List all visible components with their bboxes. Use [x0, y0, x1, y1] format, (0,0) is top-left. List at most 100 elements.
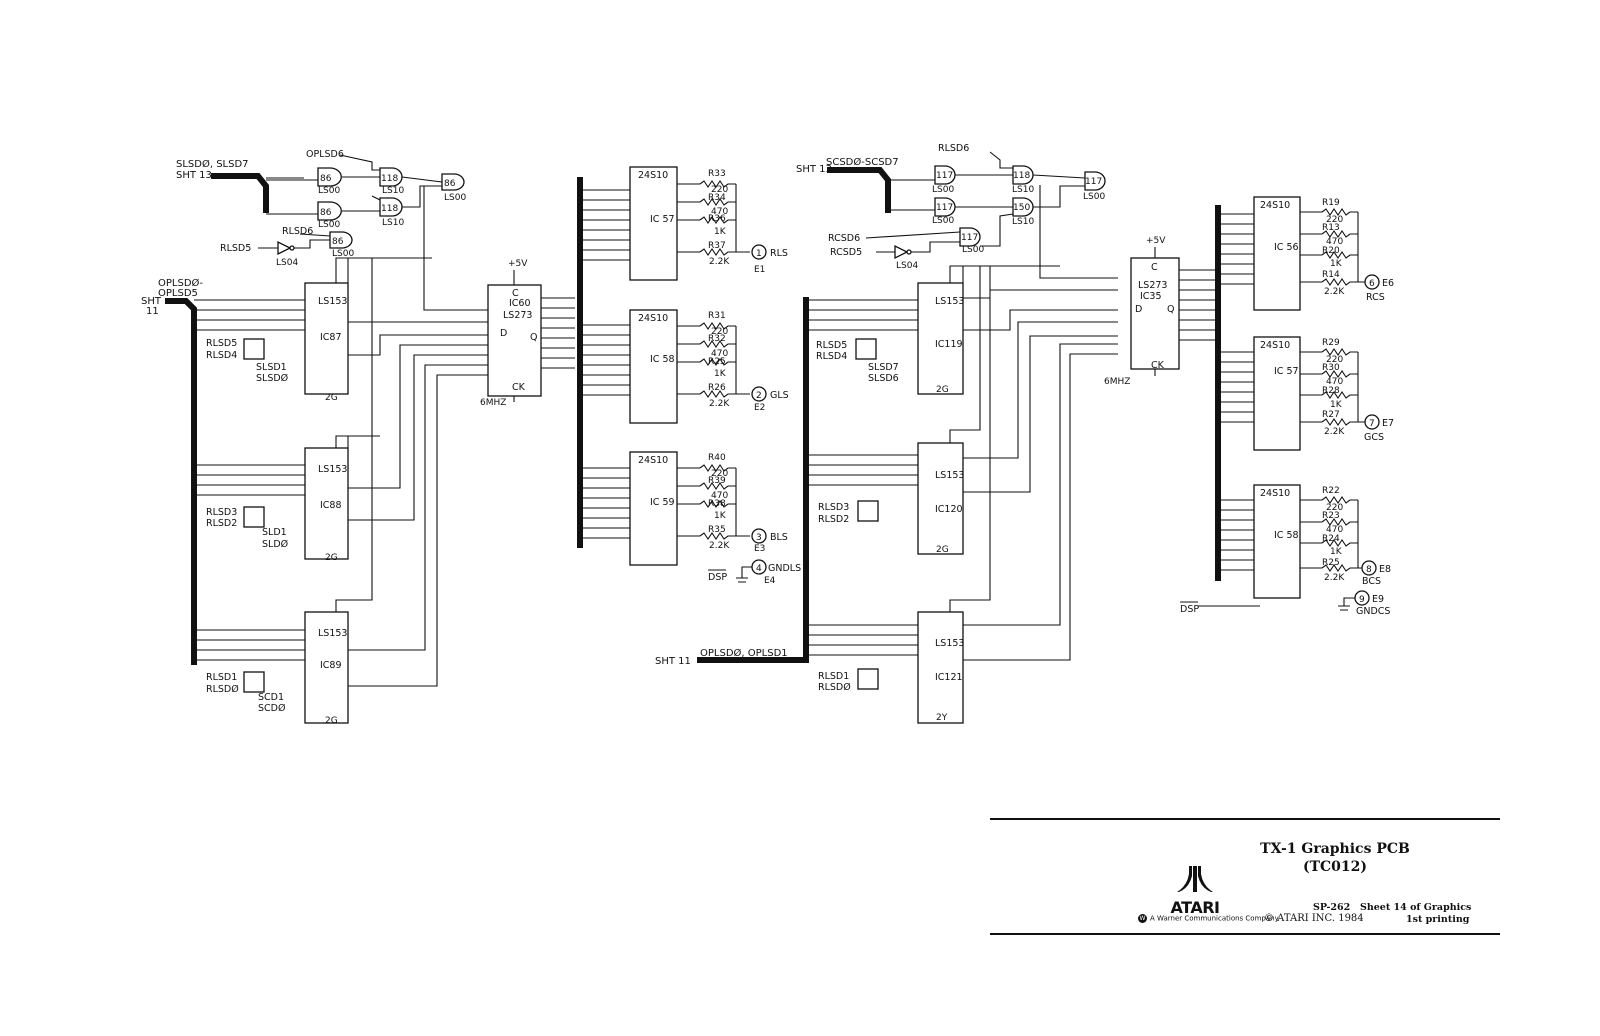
- prom-address-wires-right: [1218, 213, 1254, 571]
- r-ls00-d: LS00: [962, 245, 984, 255]
- left-top-bus: [211, 173, 269, 213]
- r-mux1-in3: SLSD7: [868, 362, 899, 373]
- title-block-bottom-rule: [990, 933, 1500, 935]
- right-gate-input-wires: [888, 179, 935, 211]
- mux2-in4: SLDØ: [262, 539, 288, 550]
- svg-text:R23: R23: [1322, 511, 1340, 521]
- ls04-label: LS04: [276, 258, 298, 268]
- nand-gate-86c: 86: [441, 173, 465, 191]
- r-ls04-label: LS04: [896, 261, 918, 271]
- nand-gate-117d: 117: [959, 227, 981, 247]
- rcsd5-label: RCSD5: [830, 247, 862, 258]
- svg-text:24S10: 24S10: [638, 455, 668, 466]
- r-ls00-a: LS00: [932, 185, 954, 195]
- right-bottom-sht-label: SHT 11: [655, 656, 691, 667]
- latch35-clock: 6MHZ: [1104, 377, 1130, 387]
- svg-text:R31: R31: [708, 311, 726, 321]
- left-top-sht-label: SHT 13: [176, 170, 212, 181]
- svg-text:IC 57: IC 57: [1274, 366, 1299, 377]
- svg-text:IC35: IC35: [1140, 291, 1162, 302]
- svg-text:CK: CK: [1151, 360, 1165, 371]
- svg-text:470: 470: [711, 207, 728, 217]
- dsp-label-right: DSP: [1180, 604, 1199, 615]
- svg-text:IC60: IC60: [509, 298, 531, 309]
- latch-ic35: C LS273 IC35 D Q CK: [1130, 257, 1180, 371]
- svg-text:R33: R33: [708, 169, 726, 179]
- svg-text:3: 3: [756, 533, 762, 543]
- mux-ic119: LS153 IC119 2G: [917, 282, 964, 395]
- svg-text:220: 220: [711, 327, 728, 337]
- r-mux1-in4: SLSD6: [868, 373, 899, 384]
- svg-text:CK: CK: [512, 382, 526, 393]
- nand-gate-117a: 117: [934, 165, 956, 185]
- svg-text:2G: 2G: [325, 716, 338, 726]
- title-block-title: TX-1 Graphics PCB (TC012): [1250, 840, 1420, 876]
- svg-text:24S10: 24S10: [1260, 340, 1290, 351]
- svg-text:R32: R32: [708, 334, 726, 344]
- svg-text:1K: 1K: [714, 369, 727, 379]
- svg-text:117: 117: [1085, 177, 1102, 187]
- left-sht-label: SHT: [141, 296, 162, 307]
- svg-text:R40: R40: [708, 453, 726, 463]
- svg-text:IC121: IC121: [935, 672, 963, 683]
- svg-text:IC 58: IC 58: [650, 354, 675, 365]
- output-rcs: 6 E6 RCS: [1364, 274, 1394, 303]
- svg-text:IC89: IC89: [320, 660, 342, 671]
- left-section: SLSDØ, SLSD7 SHT 13 OPLSD6 86 86 118 118…: [141, 149, 801, 726]
- nand-gate-86d: 86: [329, 231, 353, 249]
- prom-ic57-right: 24S10 IC 57: [1253, 336, 1301, 451]
- nand-gate-117b: 117: [934, 197, 956, 217]
- svg-text:LS153: LS153: [935, 638, 964, 649]
- mux2-in1: RLSD3: [206, 507, 237, 518]
- r-mux2-in1: RLSD3: [818, 502, 849, 513]
- svg-text:2Y: 2Y: [936, 713, 948, 723]
- ls00-label-c: LS00: [444, 193, 466, 203]
- svg-text:9: 9: [1359, 595, 1365, 605]
- svg-text:24S10: 24S10: [638, 170, 668, 181]
- r-mux1-strap: [855, 338, 877, 360]
- svg-text:2.2K: 2.2K: [709, 541, 730, 551]
- printing: 1st printing: [1406, 914, 1470, 925]
- svg-text:470: 470: [711, 349, 728, 359]
- svg-text:C: C: [512, 288, 519, 299]
- svg-text:E8: E8: [1379, 564, 1391, 575]
- svg-text:LS153: LS153: [935, 296, 964, 307]
- svg-text:2.2K: 2.2K: [1324, 287, 1345, 297]
- sheet-number: Sheet 14 of Graphics: [1360, 902, 1472, 913]
- doc-number: SP-262: [1313, 902, 1351, 913]
- svg-text:IC 58: IC 58: [1274, 530, 1299, 541]
- svg-text:2G: 2G: [936, 385, 949, 395]
- mux2-strap: [243, 506, 265, 528]
- svg-text:D: D: [1135, 304, 1142, 315]
- r-ls10-b: LS10: [1012, 217, 1034, 227]
- prom-ic58-right: 24S10 IC 58: [1253, 484, 1301, 599]
- right-top-bus-label: SCSDØ-SCSD7: [826, 156, 899, 168]
- ls00-label-d: LS00: [332, 249, 354, 259]
- svg-text:2.2K: 2.2K: [709, 399, 730, 409]
- mux1-in1: RLSD5: [206, 338, 237, 349]
- dsp-label-left: DSP: [708, 572, 727, 583]
- ls00-label-a: LS00: [318, 186, 340, 196]
- gate-input-wires: [266, 177, 318, 215]
- svg-text:LS153: LS153: [318, 628, 347, 639]
- svg-text:86: 86: [320, 208, 332, 218]
- prom-ic56-right: 24S10 IC 56: [1253, 196, 1301, 311]
- svg-text:220: 220: [1326, 215, 1343, 225]
- svg-text:R25: R25: [1322, 558, 1340, 568]
- right-inverter-wires: [865, 231, 961, 253]
- r-mux2-in2: RLSD2: [818, 514, 849, 525]
- prom-ic57-left: 24S10 IC 57: [629, 166, 678, 281]
- svg-text:R19: R19: [1322, 198, 1340, 208]
- latch-ic60: C IC60 LS273 D Q CK: [487, 284, 542, 397]
- mux-ic120: LS153 IC120 2G: [917, 442, 964, 555]
- inverter-wires: [258, 233, 331, 249]
- r-mux1-in1: RLSD5: [816, 340, 847, 351]
- svg-text:R14: R14: [1322, 270, 1340, 280]
- r-mux3-strap: [857, 668, 879, 690]
- svg-text:LS153: LS153: [318, 464, 347, 475]
- svg-text:LS153: LS153: [318, 296, 347, 307]
- ls10-label-a: LS10: [382, 186, 404, 196]
- svg-text:2G: 2G: [936, 545, 949, 555]
- svg-text:E9: E9: [1372, 594, 1384, 605]
